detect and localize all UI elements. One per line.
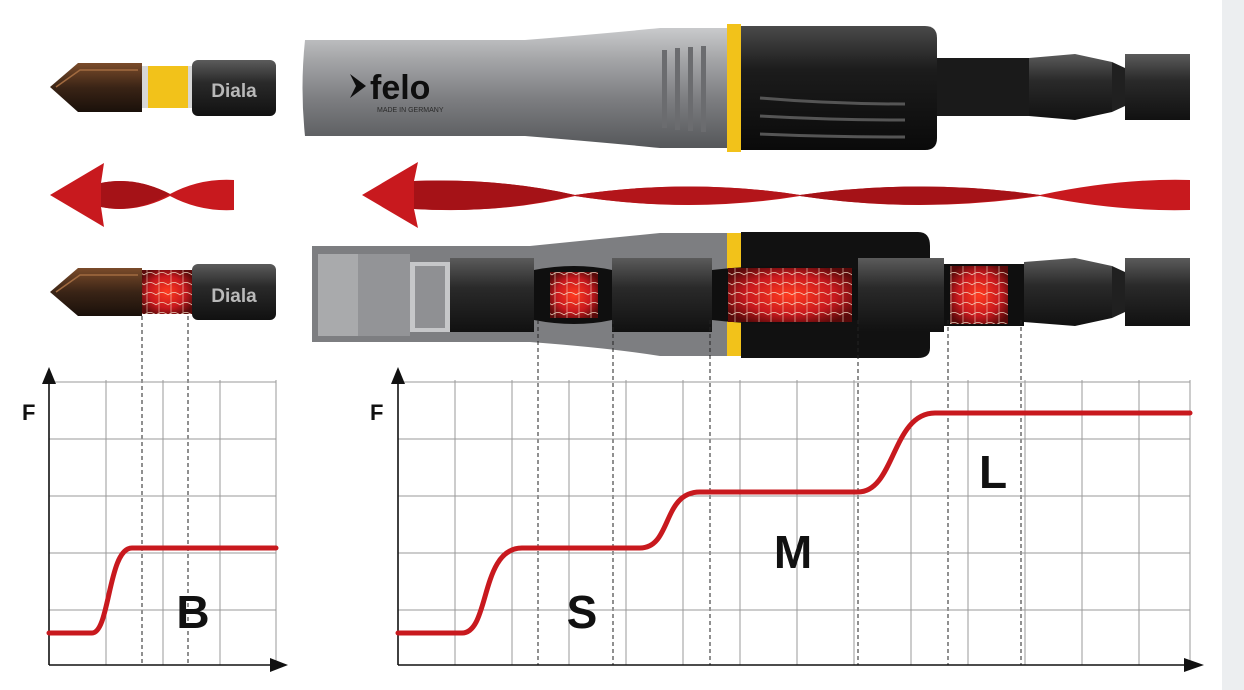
brand-tagline: MADE IN GERMANY xyxy=(377,107,444,114)
right-edge-panel xyxy=(1222,0,1244,690)
bit-marking: Diala xyxy=(211,81,257,102)
left-force-curve xyxy=(46,545,279,636)
left-twist-arrow xyxy=(50,163,234,227)
left-graph-grid xyxy=(49,380,277,665)
zone-label-s: S xyxy=(567,586,598,638)
left-force-graph: F B xyxy=(22,367,288,672)
zone-label-b: B xyxy=(176,586,209,638)
alignment-lines xyxy=(141,316,1022,665)
bottom-holder-cutaway xyxy=(312,232,1190,358)
bottom-bit: Diala xyxy=(50,264,276,320)
right-force-graph: F S M L xyxy=(370,367,1204,672)
right-axis-label-f: F xyxy=(370,400,383,425)
right-twist-arrow xyxy=(362,162,1190,228)
top-holder: felo MADE IN GERMANY xyxy=(302,24,1190,152)
brand-logo: felo xyxy=(370,69,430,107)
bit-marking-2: Diala xyxy=(211,286,257,307)
right-force-curve xyxy=(395,410,1193,636)
zone-label-l: L xyxy=(979,446,1007,498)
right-graph-grid xyxy=(398,380,1191,665)
zone-label-m: M xyxy=(774,526,812,578)
top-bit: Diala xyxy=(50,60,276,116)
left-axis-label-f: F xyxy=(22,400,35,425)
